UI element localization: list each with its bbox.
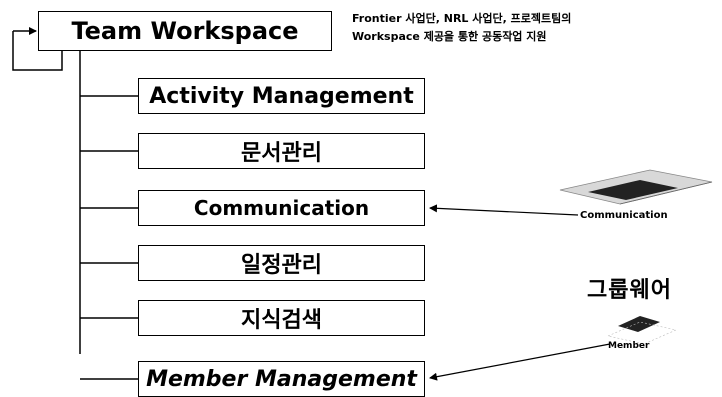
- schedule-management-box: 일정관리: [138, 245, 425, 281]
- document-management-label: 문서관리: [241, 141, 322, 166]
- activity-management-box: Activity Management: [138, 78, 425, 114]
- groupware-label: 그룹웨어: [587, 278, 672, 303]
- communication-device-label: Communication: [580, 210, 668, 221]
- communication-box: Communication: [138, 190, 425, 226]
- arrow-communication: [429, 204, 579, 216]
- member-device-label: Member: [608, 341, 650, 351]
- member-management-box: Member Management: [138, 361, 425, 397]
- team-workspace-label: Team Workspace: [71, 17, 299, 45]
- knowledge-search-label: 지식검색: [241, 308, 322, 333]
- activity-management-label: Activity Management: [149, 83, 414, 109]
- member-management-label: Member Management: [146, 366, 417, 392]
- schedule-management-label: 일정관리: [241, 253, 322, 278]
- network-device-icon: [559, 169, 713, 205]
- document-management-box: 문서관리: [138, 133, 425, 169]
- knowledge-search-box: 지식검색: [138, 300, 425, 336]
- team-workspace-box: Team Workspace: [38, 11, 332, 51]
- communication-label: Communication: [193, 196, 370, 220]
- description-line-2: Workspace 제공을 통한 공동작업 지원: [352, 30, 547, 43]
- member-device-icon: [607, 316, 677, 345]
- description-line-1: Frontier 사업단, NRL 사업단, 프로젝트팀의: [352, 12, 572, 25]
- feedback-loop-line: [12, 31, 63, 71]
- arrow-member: [429, 343, 611, 381]
